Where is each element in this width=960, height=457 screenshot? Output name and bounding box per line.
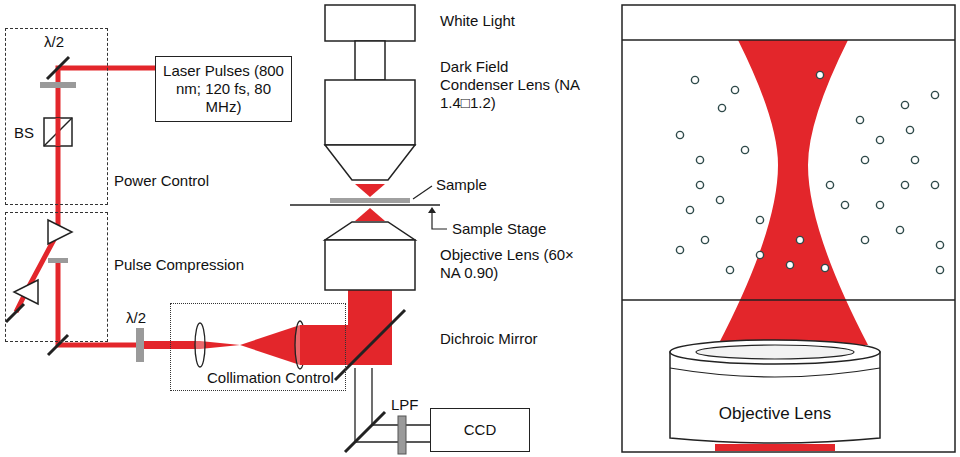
part-label: White Light [440, 12, 515, 30]
objective-outline [668, 338, 882, 444]
objective-lens: Objective Lens [668, 338, 882, 444]
part-label: LPF [391, 396, 419, 414]
group-label: Collimation Control [207, 369, 334, 387]
lens-label: Objective Lens [719, 404, 831, 424]
part-label: Dichroic Mirror [440, 330, 538, 348]
part-label: λ/2 [44, 33, 64, 51]
group-box: Pulse Compression [5, 212, 108, 342]
device-box: CCD [430, 408, 530, 452]
part-label: Objective Lens (60× NA 0.90) [440, 246, 580, 282]
part-label: Dark Field Condenser Lens (NA 1.4□1.2) [440, 58, 580, 112]
box-label: Laser Pulses (800 nm; 120 fs, 80 MHz) [162, 62, 285, 116]
device-box: Laser Pulses (800 nm; 120 fs, 80 MHz) [155, 56, 292, 122]
group-label: Pulse Compression [114, 256, 244, 274]
box-label: CCD [464, 421, 497, 439]
group-box: Power Control [5, 28, 108, 205]
group-label: Power Control [114, 172, 209, 190]
part-label: Sample [436, 176, 487, 194]
part-label: Sample Stage [452, 220, 546, 238]
part-label: λ/2 [126, 309, 146, 327]
group-box: Collimation Control [170, 303, 346, 391]
part-label: BS [14, 124, 34, 142]
